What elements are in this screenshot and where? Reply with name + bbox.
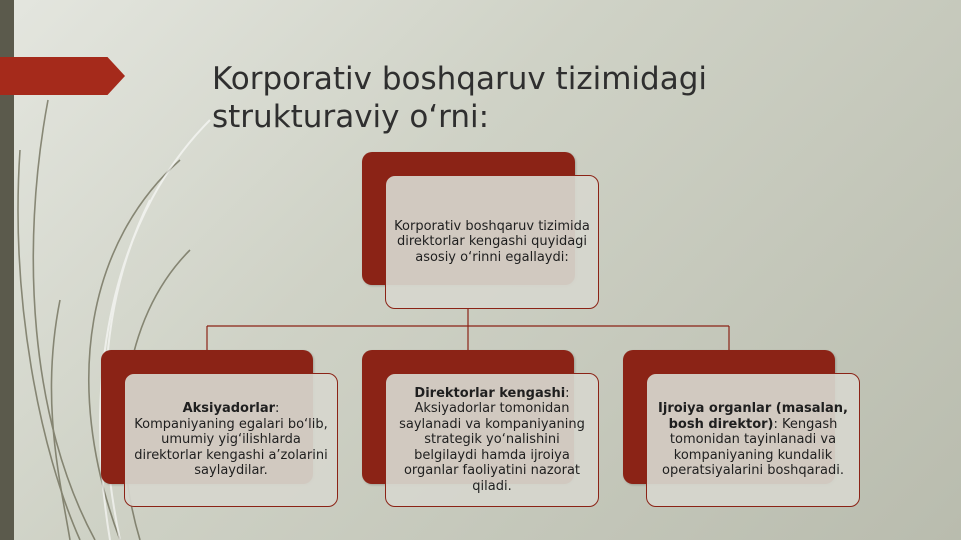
child-node-1-text: Kompaniyaning egalari bo‘lib, umumiy yig…: [134, 416, 328, 479]
child-node-3-text: Kengash tomonidan tayinlanadi va kompani…: [662, 416, 844, 479]
root-node: Korporativ boshqaruv tizimida direktorla…: [385, 175, 599, 309]
left-accent-bar: [0, 0, 14, 540]
child-node-2-title: Direktorlar kengashi: [414, 385, 566, 401]
slide-title: Korporativ boshqaruv tizimidagi struktur…: [212, 61, 707, 135]
child-node-3-title: Ijroiya organlar (masalan, bosh direktor…: [658, 401, 848, 432]
child-node-2-text: Aksiyadorlar tomonidan saylanadi va komp…: [399, 401, 585, 494]
child-node-ijroiya-organlar: Ijroiya organlar (masalan, bosh direktor…: [646, 373, 860, 507]
child-node-aksiyadorlar: Aksiyadorlar: Kompaniyaning egalari bo‘l…: [124, 373, 338, 507]
child-node-1-title: Aksiyadorlar: [182, 401, 276, 417]
child-node-direktorlar-kengashi: Direktorlar kengashi: Aksiyadorlar tomon…: [385, 373, 599, 507]
title-arrow-band: [0, 57, 125, 95]
root-node-text: Korporativ boshqaruv tizimida direktorla…: [394, 218, 590, 265]
